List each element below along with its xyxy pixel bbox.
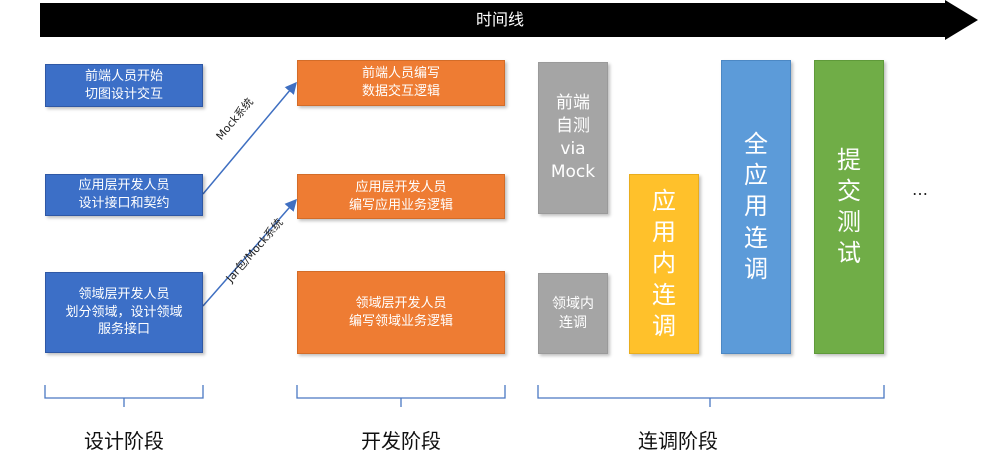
- dev-bracket: [296, 385, 506, 407]
- app-internal-box: 应 用 内 连 调: [629, 174, 699, 354]
- phase-label-integration: 连调阶段: [638, 429, 718, 453]
- timeline-arrow: [40, 0, 978, 40]
- edge-domain-to-app: [202, 198, 297, 307]
- full-app-box: 全 应 用 连 调: [721, 60, 791, 354]
- ellipsis: …: [912, 180, 928, 199]
- phase-label-dev: 开发阶段: [361, 429, 441, 453]
- dev-frontend-box: 前端人员编写 数据交互逻辑: [297, 60, 505, 106]
- design-frontend-box: 前端人员开始 切图设计交互: [45, 64, 203, 107]
- submit-test-box: 提 交 测 试: [814, 60, 884, 354]
- integration-bracket: [537, 385, 885, 407]
- phase-label-design: 设计阶段: [84, 429, 164, 453]
- design-app-box: 应用层开发人员 设计接口和契约: [45, 174, 203, 216]
- design-bracket: [44, 385, 204, 407]
- domain-internal-box: 领域内 连调: [538, 273, 608, 354]
- timeline-label: 时间线: [475, 10, 524, 29]
- edge-app-to-frontend: [202, 81, 297, 195]
- dev-app-box: 应用层开发人员 编写应用业务逻辑: [297, 174, 505, 219]
- frontend-mock-box: 前端 自测 via Mock: [538, 62, 608, 214]
- design-domain-box: 领域层开发人员 划分领域，设计领域 服务接口: [45, 272, 203, 353]
- dev-domain-box: 领域层开发人员 编写领域业务逻辑: [297, 271, 505, 354]
